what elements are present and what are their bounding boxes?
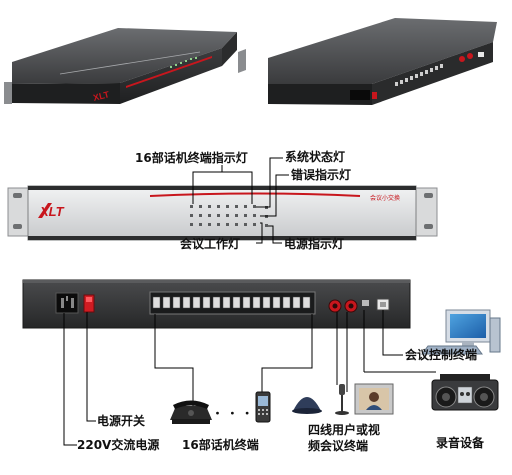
- video-terminal-icon: [354, 383, 394, 415]
- rear-connection-lines: [63, 310, 436, 446]
- label-phone-terminal-leds: 16部话机终端指示灯: [135, 151, 248, 165]
- label-four-wire-line1: 四线用户或视: [308, 423, 381, 437]
- label-conference-work-led: 会议工作灯: [180, 237, 241, 251]
- conference-speaker-icon: [292, 397, 322, 414]
- front-callout-lines: [192, 157, 289, 244]
- device-rear-perspective: [268, 18, 497, 105]
- label-system-status-led: 系统状态灯: [285, 150, 346, 164]
- rear-panel: [22, 279, 411, 329]
- device-front-perspective: XLT: [4, 28, 246, 104]
- label-power-led: 电源指示灯: [284, 237, 345, 251]
- control-terminal-computer-icon: [421, 309, 501, 355]
- phones-ellipsis: ・ ・ ・: [212, 407, 253, 420]
- power-switch: [83, 294, 95, 313]
- label-ac-power: 220V交流电源: [77, 438, 160, 452]
- label-phone-terminals: 16部话机终端: [182, 438, 259, 452]
- label-recording: 录音设备: [436, 436, 485, 450]
- svg-text:XLT: XLT: [92, 89, 111, 103]
- recording-boombox-icon: [431, 374, 499, 411]
- label-conference-control: 会议控制终端: [405, 348, 478, 362]
- label-power-switch: 电源开关: [97, 414, 146, 428]
- device-model-text: 会议小交换: [370, 194, 400, 202]
- microphone-icon: [335, 384, 349, 415]
- brand-logo-mark: XLT: [38, 203, 65, 219]
- label-four-wire-line2: 频会议终端: [308, 439, 369, 453]
- mobile-phone-icon: [255, 391, 271, 423]
- desk-phone-icon: [170, 400, 212, 424]
- label-error-led: 错误指示灯: [291, 168, 352, 182]
- brand-logo: XLT: [39, 204, 65, 219]
- front-panel: XLT 会议小交换: [7, 185, 438, 241]
